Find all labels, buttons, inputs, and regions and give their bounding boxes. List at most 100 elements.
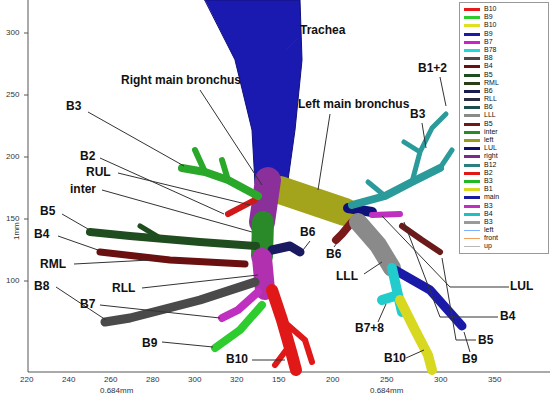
legend-text: inter	[484, 128, 498, 136]
legend-swatch	[464, 98, 480, 101]
legend-row: B5	[460, 71, 548, 79]
legend-row: B1	[460, 185, 548, 193]
legend-row: B2	[460, 169, 548, 177]
legend-text: B5	[484, 120, 493, 128]
legend-swatch	[464, 57, 480, 60]
anatomy-label: B4	[34, 228, 49, 242]
anatomy-label: LUL	[510, 280, 533, 294]
legend-text: RML	[484, 79, 499, 87]
axis-tick: 150	[272, 375, 285, 384]
legend-swatch	[464, 205, 480, 208]
legend-swatch	[464, 74, 480, 77]
legend-swatch	[464, 49, 480, 52]
legend-text: B8	[484, 54, 493, 62]
legend-row: B4	[460, 62, 548, 70]
legend-swatch	[464, 180, 480, 183]
legend-swatch	[464, 90, 480, 93]
legend-text: RLL	[484, 95, 497, 103]
legend-text: B3	[484, 218, 493, 226]
axis-tick: 100	[6, 276, 19, 285]
plot-axes	[24, 0, 550, 372]
axis-tick: 300	[188, 375, 201, 384]
legend-text: B6	[484, 87, 493, 95]
anatomy-label: RLL	[112, 282, 135, 296]
legend-swatch	[464, 164, 480, 167]
legend-row: main	[460, 193, 548, 201]
legend-text: B1	[484, 185, 493, 193]
axis-tick: 150	[6, 214, 19, 223]
legend-row: B9	[460, 13, 548, 21]
legend-row: up	[460, 242, 548, 250]
axis-tick: 240	[62, 375, 75, 384]
airway-branches	[90, 0, 462, 370]
axis-tick: 200	[326, 375, 339, 384]
legend-text: left	[484, 226, 493, 234]
axis-tick: 350	[488, 375, 501, 384]
legend-swatch	[464, 196, 480, 199]
legend-text: B4	[484, 62, 493, 70]
anatomy-label: inter	[70, 183, 96, 197]
legend-swatch	[464, 82, 480, 85]
legend-text: main	[484, 193, 499, 201]
legend-swatch	[464, 139, 480, 142]
anatomy-label: B6	[300, 226, 315, 240]
axis-tick: 250	[380, 375, 393, 384]
anatomy-label: B3	[410, 108, 425, 122]
legend-text: B2	[484, 169, 493, 177]
legend-swatch	[464, 221, 480, 224]
legend-swatch	[464, 8, 480, 11]
anatomy-label: Trachea	[300, 24, 345, 38]
legend-row: B3	[460, 177, 548, 185]
legend-swatch	[464, 16, 480, 19]
axis-unit: 0.684mm	[100, 386, 133, 395]
legend-line-sample	[464, 230, 480, 231]
anatomy-label: B1+2	[418, 62, 447, 76]
legend-text: B3	[484, 177, 493, 185]
legend-text: B4	[484, 210, 493, 218]
leader-lines	[56, 38, 509, 360]
legend-text: B3	[484, 202, 493, 210]
legend-text: B10	[484, 21, 496, 29]
legend-text: B9	[484, 30, 493, 38]
axis-tick: 280	[146, 375, 159, 384]
legend-row: RLL	[460, 95, 548, 103]
anatomy-label: B9	[462, 353, 477, 367]
axis-tick: 220	[20, 375, 33, 384]
legend-row: left	[460, 226, 548, 234]
legend-row: B6	[460, 103, 548, 111]
legend-row: B8	[460, 54, 548, 62]
legend-text: B6	[484, 103, 493, 111]
legend-row: right	[460, 152, 548, 160]
anatomy-label: RML	[40, 258, 66, 272]
legend-text: B10	[484, 5, 496, 13]
legend-swatch	[464, 114, 480, 117]
legend-text: LLL	[484, 111, 496, 119]
legend-swatch	[464, 213, 480, 216]
anatomy-label: B8	[34, 280, 49, 294]
anatomy-label: B6	[326, 248, 341, 262]
legend-row: B10	[460, 5, 548, 13]
anatomy-label: B10	[384, 352, 406, 366]
anatomy-label: B7	[80, 298, 95, 312]
anatomy-label: B10	[226, 353, 248, 367]
legend-box: B10B9B10B9B7B78B8B4B5RMLB6RLLB6LLLB5inte…	[459, 2, 549, 254]
legend-text: B7	[484, 38, 493, 46]
axis-tick: 320	[230, 375, 243, 384]
anatomy-label: Left main bronchus	[298, 98, 409, 112]
anatomy-label: B5	[40, 205, 55, 219]
legend-text: right	[484, 152, 498, 160]
legend-line-sample	[464, 246, 480, 247]
anatomy-label: B3	[66, 100, 81, 114]
legend-text: front	[484, 234, 498, 242]
anatomy-label: B2	[80, 150, 95, 164]
legend-row: left	[460, 136, 548, 144]
anatomy-label: LLL	[336, 270, 358, 284]
legend-text: up	[484, 242, 492, 250]
axis-tick: 260	[104, 375, 117, 384]
legend-text: B9	[484, 13, 493, 21]
legend-swatch	[464, 41, 480, 44]
axis-tick: 250	[6, 90, 19, 99]
legend-swatch	[464, 123, 480, 126]
axis-tick: 300	[6, 28, 19, 37]
